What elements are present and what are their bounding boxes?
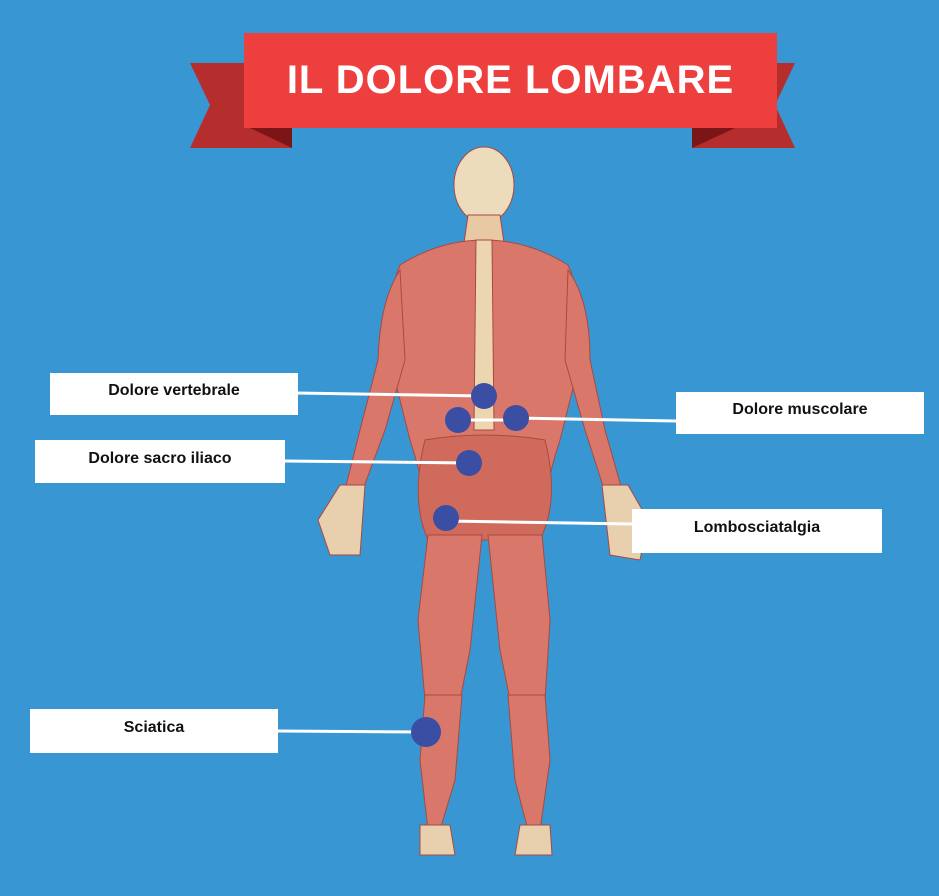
pain-point-muscolare-left	[445, 407, 471, 433]
pain-point-vertebrale	[471, 383, 497, 409]
pain-point-muscolare-right	[503, 405, 529, 431]
pain-point-sacro-iliaco	[456, 450, 482, 476]
human-body-back-muscles	[317, 146, 649, 856]
page-title: IL DOLORE LOMBARE	[244, 33, 777, 128]
label-dolore-muscolare: Dolore muscolare	[676, 392, 924, 434]
pain-point-lombosciatalgia	[433, 505, 459, 531]
label-dolore-sacro-iliaco: Dolore sacro iliaco	[35, 440, 285, 483]
label-sciatica: Sciatica	[30, 709, 278, 753]
pain-point-sciatica	[411, 717, 441, 747]
label-dolore-vertebrale: Dolore vertebrale	[50, 373, 298, 415]
label-lombosciatalgia: Lombosciatalgia	[632, 509, 882, 553]
